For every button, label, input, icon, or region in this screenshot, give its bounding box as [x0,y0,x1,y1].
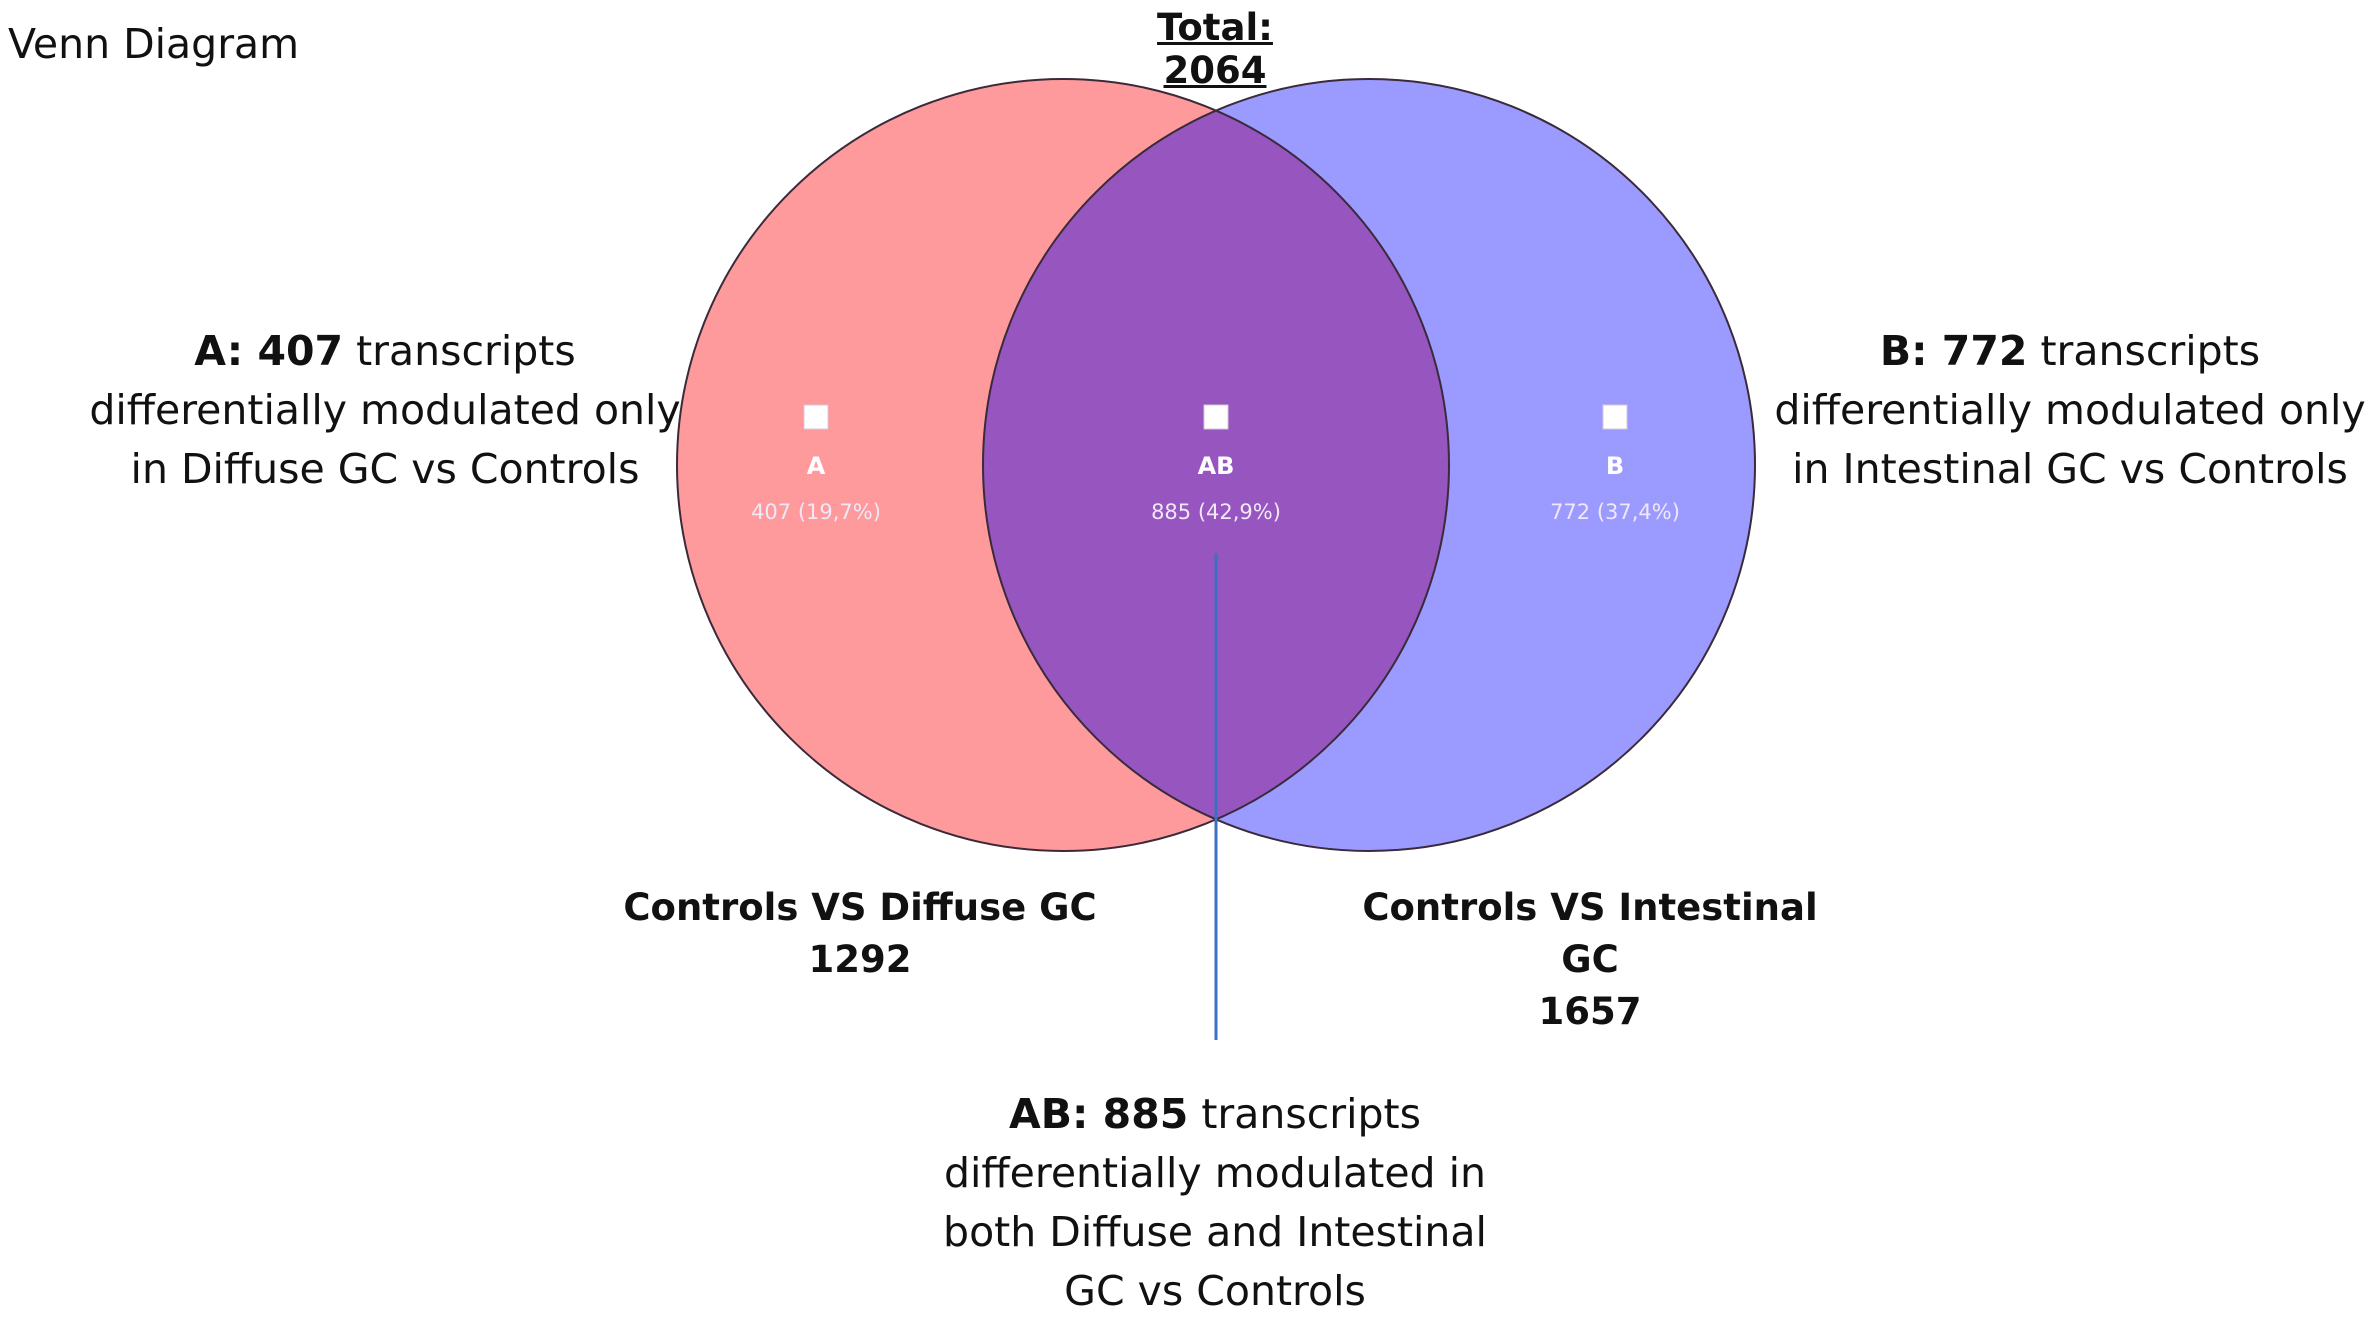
intersection-description-line4: GC vs Controls [1064,1267,1366,1315]
set-b-description-line2: differentially modulated only [1774,386,2366,434]
set-a-name: Controls VS Diffuse GC 1292 [600,882,1120,986]
intersection-description-line2: differentially modulated in [943,1149,1486,1197]
region-a-count: 407 (19,7%) [751,500,881,524]
region-b-letter: B [1606,452,1624,480]
set-b-description-line3: in Intestinal GC vs Controls [1792,445,2348,493]
set-a-description-bold: A: 407 [194,327,344,375]
set-b-outline [982,78,1756,852]
set-b-name-size: 1657 [1538,990,1642,1033]
intersection-region [983,79,1449,851]
intersection-description: AB: 885 transcripts differentially modul… [900,1085,1530,1321]
intersection-description-bold: AB: 885 [1009,1090,1189,1138]
region-ab-letter: AB [1198,452,1235,480]
region-ab-marker [1203,404,1229,430]
set-b-description-line1: B: 772 transcripts [1770,322,2370,381]
region-b-marker [1602,404,1628,430]
set-a-description-rest: transcripts [343,327,576,375]
intersection-description-line3: both Diffuse and Intestinal [943,1208,1487,1256]
set-a-description-line1: A: 407 transcripts [60,322,710,381]
set-b-name-title: Controls VS Intestinal GC [1362,886,1818,981]
set-b-name: Controls VS Intestinal GC 1657 [1330,882,1850,1038]
set-a-description: A: 407 transcripts differentially modula… [60,322,710,499]
region-a-letter: A [807,452,826,480]
set-a-description-line3: in Diffuse GC vs Controls [130,445,640,493]
set-b-description-rest: transcripts [2027,327,2261,375]
set-a-description-line2: differentially modulated only [89,386,681,434]
region-ab-count: 885 (42,9%) [1151,500,1281,524]
set-b-description: B: 772 transcripts differentially modula… [1770,322,2370,499]
intersection-description-line1: AB: 885 transcripts [900,1085,1530,1144]
set-a-name-title: Controls VS Diffuse GC [623,886,1097,929]
region-a-marker [803,404,829,430]
region-b-count: 772 (37,4%) [1550,500,1680,524]
set-b-description-bold: B: 772 [1879,327,2028,375]
page-title: Venn Diagram [8,20,300,68]
intersection-description-rest: transcripts [1188,1090,1421,1138]
set-a-name-size: 1292 [808,938,912,981]
set-a-outline [676,78,1450,852]
total-label: Total: 2064 [1157,6,1273,92]
